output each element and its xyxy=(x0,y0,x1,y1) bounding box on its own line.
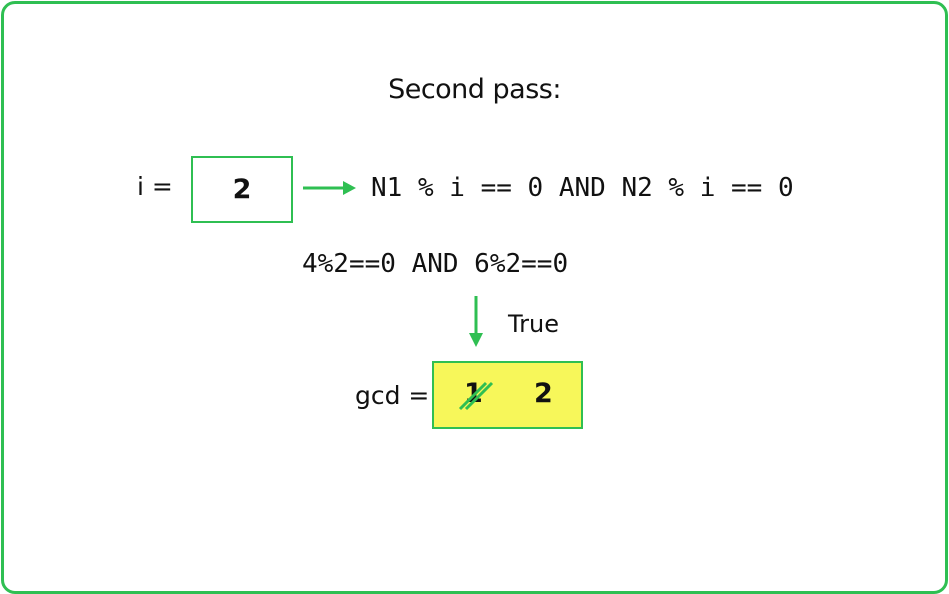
i-value: 2 xyxy=(232,174,252,205)
result-label: True xyxy=(508,310,559,338)
diagram-title: Second pass: xyxy=(388,74,561,105)
gcd-label: gcd = xyxy=(355,381,430,410)
gcd-new-value: 2 xyxy=(534,378,553,409)
i-label: i = xyxy=(137,172,173,201)
arrow-down-icon xyxy=(469,296,483,347)
arrow-right-icon xyxy=(303,181,356,195)
condition-expression: N1 % i == 0 AND N2 % i == 0 xyxy=(371,173,794,203)
strikethrough-icon xyxy=(458,381,494,411)
gcd-value-box: 1 2 xyxy=(432,361,583,429)
i-value-box: 2 xyxy=(191,156,293,223)
evaluated-expression: 4%2==0 AND 6%2==0 xyxy=(302,249,569,279)
